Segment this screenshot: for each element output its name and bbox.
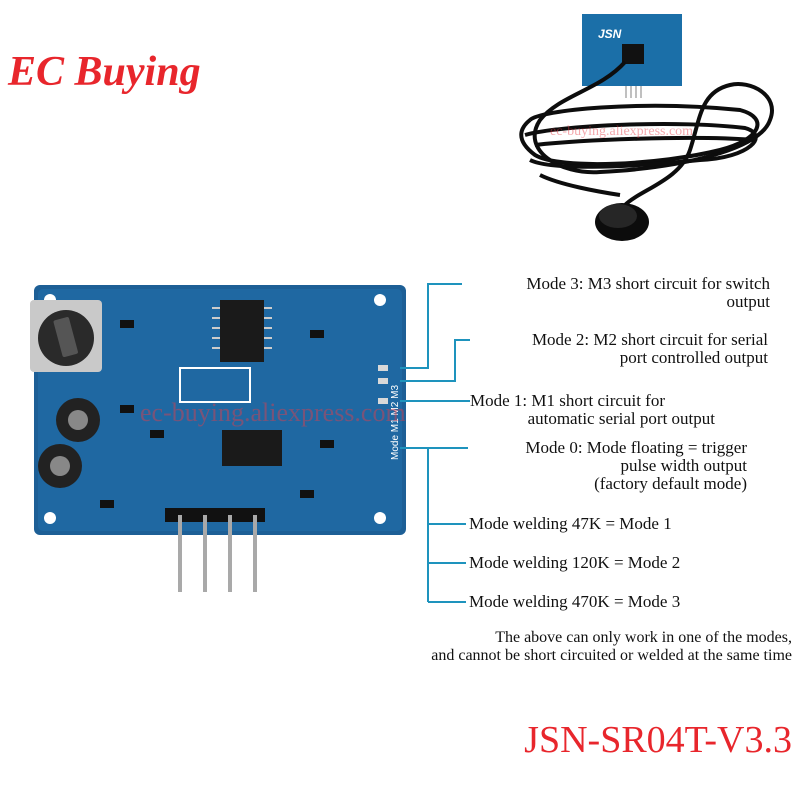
mode-3-label: Mode 3: M3 short circuit for switch outp… [440,275,770,311]
model-name: JSN-SR04T-V3.3 [524,719,792,761]
ic-chip [220,300,264,362]
pin-header [165,508,265,522]
mode-1-line2: automatic serial port output [527,409,715,428]
product-photo: JSN [519,14,774,241]
leader-lines [400,283,470,603]
welding-470k: Mode welding 470K = Mode 3 [469,592,681,611]
mode-pad-labels: Mode M1 M2 M3 [390,385,401,460]
note-line2: and cannot be short circuited or welded … [431,647,792,664]
mode-0-line2: pulse width output [620,456,747,475]
mode-2-line1: Mode 2: M2 short circuit for serial [531,330,768,349]
watermark: ec-buying.aliexpress.com [550,124,694,139]
mcu-chip [222,430,282,466]
mode-1-line1: Mode 1: M1 short circuit for [470,391,665,410]
jsn-logo: JSN [598,27,622,41]
brand-logo: EC Buying [8,49,201,95]
usage-note: The above can only work in one of the mo… [431,629,792,665]
mode-3-line1: Mode 3: M3 short circuit for switch [526,274,770,293]
mode-0-line3: (factory default mode) [594,474,747,493]
watermark: ec-buying.aliexpress.com [140,398,406,427]
mode-0-label: Mode 0: Mode floating = trigger pulse wi… [440,439,747,493]
welding-47k: Mode welding 47K = Mode 1 [469,514,672,533]
welding-120k: Mode welding 120K = Mode 2 [469,553,681,572]
mode-3-line2: output [726,292,770,311]
note-line1: The above can only work in one of the mo… [495,629,792,646]
mode-1-label: Mode 1: M1 short circuit for automatic s… [440,392,715,428]
pcb-board: Mode M1 M2 M3 [30,285,406,592]
mode-0-line1: Mode 0: Mode floating = trigger [525,438,747,457]
mode-2-line2: port controlled output [619,348,768,367]
mode-2-label: Mode 2: M2 short circuit for serial port… [440,331,768,367]
